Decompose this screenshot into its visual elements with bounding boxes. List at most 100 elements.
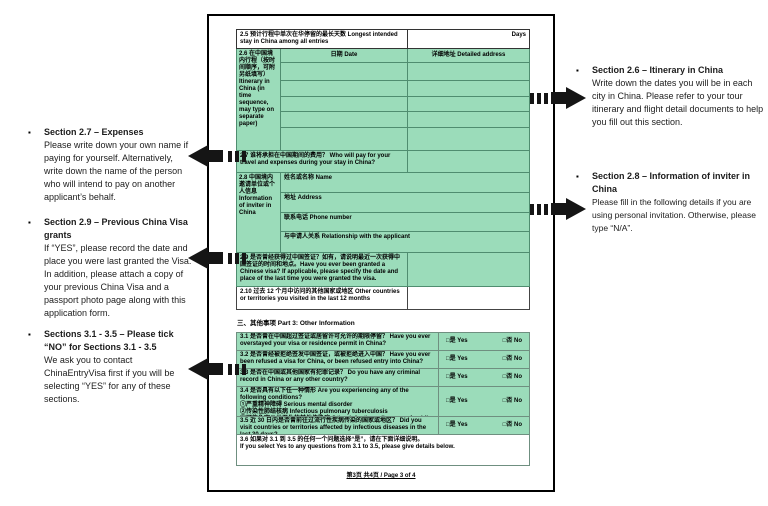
callout-section-2-8: ▪ Section 2.8 – Information of inviter i… xyxy=(576,170,766,235)
itinerary-empty-row xyxy=(281,128,529,150)
callout-2-9-heading: Section 2.9 – Previous China Visa grants xyxy=(44,217,188,240)
itinerary-address-cell xyxy=(408,81,529,96)
callout-2-6-heading: Section 2.6 – Itinerary in China xyxy=(592,65,724,75)
bullet-icon: ▪ xyxy=(28,218,31,227)
row-2-10-countries-visited: 2.10 过去 12 个月中访问的其他国家或地区 Other countries… xyxy=(236,287,530,310)
callout-section-2-9: ▪ Section 2.9 – Previous China Visa gran… xyxy=(28,216,194,320)
yes-checkbox: □是 Yes xyxy=(446,356,468,362)
q33-options: □是 Yes □否 No xyxy=(439,369,529,386)
row-2-8-inviter: 2.8 中国境内邀请单位或个人信息 Information of inviter… xyxy=(237,173,529,253)
part3-table: 3.1 是否曾在中国超过签证或居留许可允许的期限停留？ Have you eve… xyxy=(236,332,530,466)
row-3-1: 3.1 是否曾在中国超过签证或居留许可允许的期限停留？ Have you eve… xyxy=(237,333,529,351)
callout-section-2-6: ▪ Section 2.6 – Itinerary in China Write… xyxy=(576,64,766,129)
itinerary-label: 2.6 在中国境内行程（按时间顺序，可附另纸填写）Itinerary in Ch… xyxy=(237,49,281,150)
yes-checkbox: □是 Yes xyxy=(446,422,468,428)
q31-options: □是 Yes □否 No xyxy=(439,333,529,350)
itinerary-address-cell xyxy=(408,63,529,80)
itinerary-address-cell xyxy=(408,112,529,127)
callout-2-7-heading: Section 2.7 – Expenses xyxy=(44,127,144,137)
longest-stay-question: 2.5 预计行程中单次在华停留的最长天数 Longest intended st… xyxy=(237,30,408,48)
callout-2-6-body: Write down the dates you will be in each… xyxy=(592,78,764,127)
callout-3-1-3-5-heading: Sections 3.1 - 3.5 – Please tick “NO” fo… xyxy=(44,329,174,352)
itinerary-header-row: 日期 Date 详细地址 Detailed address xyxy=(281,49,529,63)
no-checkbox: □否 No xyxy=(502,374,522,380)
striped-arrow-left-icon xyxy=(188,247,247,269)
q32-text: 3.2 是否曾经被拒绝签发中国签证，或被拒绝进入中国？ Have you eve… xyxy=(237,351,439,368)
page-number: 第3页 共4页 / Page 3 of 4 xyxy=(346,473,416,479)
row-2-9-previous-visa: 2.9 是否曾经获得过中国签证？如有，请说明最近一次获得中国签证的时间和地点。H… xyxy=(237,253,529,286)
striped-arrow-right-icon xyxy=(528,198,587,220)
inviter-fields: 姓名或名称 Name 地址 Address 联系电话 Phone number … xyxy=(281,173,529,252)
visa-form-page: 2.5 预计行程中单次在华停留的最长天数 Longest intended st… xyxy=(207,14,555,492)
callout-2-8-heading: Section 2.8 – Information of inviter in … xyxy=(592,171,751,194)
itinerary-date-cell xyxy=(281,96,408,112)
yes-checkbox: □是 Yes xyxy=(446,374,468,380)
no-checkbox: □否 No xyxy=(502,338,522,344)
callout-sections-3-1-3-5: ▪ Sections 3.1 - 3.5 – Please tick “NO” … xyxy=(28,328,194,406)
itinerary-date-header: 日期 Date xyxy=(281,49,408,62)
itinerary-date-cell xyxy=(281,128,408,150)
itinerary-empty-row xyxy=(281,96,529,113)
expenses-answer-cell xyxy=(408,151,529,172)
q34-condition-1: ①严重精神障碍 Serious mental disorder xyxy=(240,402,353,408)
striped-arrow-right-icon xyxy=(528,87,587,109)
previous-visa-question: 2.9 是否曾经获得过中国签证？如有，请说明最近一次获得中国签证的时间和地点。H… xyxy=(237,253,408,286)
bullet-icon: ▪ xyxy=(576,172,579,181)
callout-3-1-3-5-body: We ask you to contact ChinaEntryVisa fir… xyxy=(44,355,175,404)
q31-text: 3.1 是否曾在中国超过签证或居留许可允许的期限停留？ Have you eve… xyxy=(237,333,439,350)
q35-options: □是 Yes □否 No xyxy=(439,417,529,434)
itinerary-empty-row xyxy=(281,62,529,81)
itinerary-address-cell xyxy=(408,97,529,112)
row-3-5: 3.5 近 30 日内是否曾前往过流行性疾病传染的国家或地区？ Did you … xyxy=(237,417,529,435)
yes-checkbox: □是 Yes xyxy=(446,398,468,404)
itinerary-empty-row xyxy=(281,80,529,97)
bullet-icon: ▪ xyxy=(28,128,31,137)
q35-text: 3.5 近 30 日内是否曾前往过流行性疾病传染的国家或地区？ Did you … xyxy=(237,417,439,434)
q34-main: 3.4 是否具有以下任一种情形 Are you experiencing any… xyxy=(240,388,409,401)
previous-visa-answer-cell xyxy=(408,253,529,286)
q33-text: 3.3 是否在中国或其他国家有犯罪记录？ Do you have any cri… xyxy=(237,369,439,386)
row-3-4: 3.4 是否具有以下任一种情形 Are you experiencing any… xyxy=(237,387,529,417)
striped-arrow-left-icon xyxy=(188,145,247,167)
countries-visited-question: 2.10 过去 12 个月中访问的其他国家或地区 Other countries… xyxy=(237,287,408,309)
callout-section-2-7: ▪ Section 2.7 – Expenses Please write do… xyxy=(28,126,194,204)
itinerary-date-cell xyxy=(281,112,408,128)
bullet-icon: ▪ xyxy=(576,66,579,75)
itinerary-empty-row xyxy=(281,112,529,129)
inviter-name-cell: 姓名或名称 Name xyxy=(281,173,529,193)
callout-2-9-body: If “YES”, please record the date and pla… xyxy=(44,243,192,318)
q36-text-cn: 3.6 如果对 3.1 到 3.5 的任何一个问题选择“是”，请在下面详细说明。 xyxy=(240,437,424,443)
visa-form-table: 2.5 预计行程中单次在华停留的最长天数 Longest intended st… xyxy=(236,29,530,466)
q32-options: □是 Yes □否 No xyxy=(439,351,529,368)
green-section: 2.6 在中国境内行程（按时间顺序，可附另纸填写）Itinerary in Ch… xyxy=(236,49,530,287)
longest-stay-days-label: Days xyxy=(511,32,526,38)
row-2-7-expenses: 2.7 谁将承担在中国期间的费用？ Who will pay for your … xyxy=(237,151,529,173)
q36-text-en: If you select Yes to any questions from … xyxy=(240,444,455,450)
no-checkbox: □否 No xyxy=(502,356,522,362)
no-checkbox: □否 No xyxy=(502,398,522,404)
itinerary-date-cell xyxy=(281,62,408,80)
row-3-3: 3.3 是否在中国或其他国家有犯罪记录？ Do you have any cri… xyxy=(237,369,529,387)
inviter-phone-cell: 联系电话 Phone number xyxy=(281,213,529,233)
part3-title: 三、其他事项 Part 3: Other Information xyxy=(237,320,355,327)
bullet-icon: ▪ xyxy=(28,330,31,339)
itinerary-address-header: 详细地址 Detailed address xyxy=(431,52,506,58)
itinerary-address-cell xyxy=(408,128,529,150)
q34-options: □是 Yes □否 No xyxy=(439,387,529,416)
row-2-6-itinerary: 2.6 在中国境内行程（按时间顺序，可附另纸填写）Itinerary in Ch… xyxy=(237,49,529,151)
itinerary-grid: 日期 Date 详细地址 Detailed address xyxy=(281,49,529,150)
itinerary-date-cell xyxy=(281,80,408,96)
row-3-6-details: 3.6 如果对 3.1 到 3.5 的任何一个问题选择“是”，请在下面详细说明。… xyxy=(237,435,529,465)
row-2-5-longest-stay: 2.5 预计行程中单次在华停留的最长天数 Longest intended st… xyxy=(236,29,530,49)
callout-2-8-body: Please fill in the following details if … xyxy=(592,197,756,233)
striped-arrow-left-icon xyxy=(188,358,247,380)
row-3-2: 3.2 是否曾经被拒绝签发中国签证，或被拒绝进入中国？ Have you eve… xyxy=(237,351,529,369)
inviter-relationship-cell: 与申请人关系 Relationship with the applicant xyxy=(284,234,411,241)
q34-condition-2: ②传染性肺结核病 Infectious pulmonary tuberculos… xyxy=(240,409,388,415)
inviter-label: 2.8 中国境内邀请单位或个人信息 Information of inviter… xyxy=(237,173,281,252)
q34-text: 3.4 是否具有以下任一种情形 Are you experiencing any… xyxy=(237,387,439,416)
inviter-address-cell: 地址 Address xyxy=(281,193,529,213)
yes-checkbox: □是 Yes xyxy=(446,338,468,344)
no-checkbox: □否 No xyxy=(502,422,522,428)
countries-visited-answer-cell xyxy=(408,287,529,309)
